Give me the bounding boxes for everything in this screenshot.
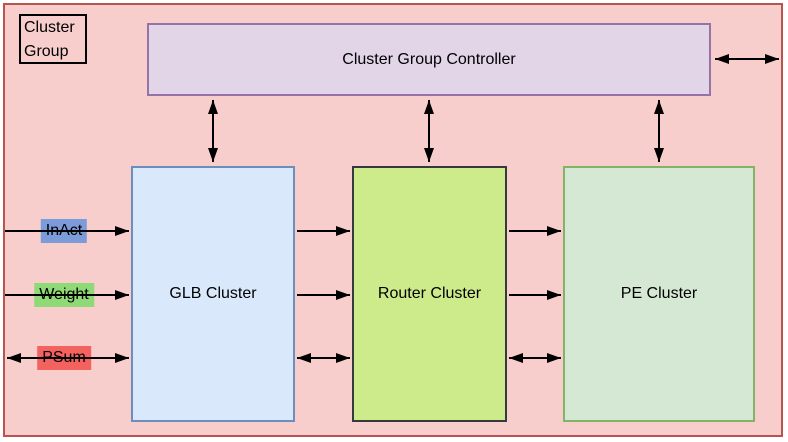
signal-label-weight: Weight: [34, 283, 94, 307]
cluster-group-label: Cluster Group: [19, 14, 87, 64]
signal-label-inact: InAct: [40, 219, 88, 243]
router-cluster-label: Router Cluster: [377, 285, 482, 302]
glb-cluster-label: GLB Cluster: [169, 285, 257, 302]
pe-cluster-box: PE Cluster: [563, 166, 755, 422]
router-cluster-box: Router Cluster: [352, 166, 507, 422]
controller-box: Cluster Group Controller: [147, 23, 711, 96]
pe-cluster-label: PE Cluster: [620, 285, 698, 302]
glb-cluster-box: GLB Cluster: [131, 166, 295, 422]
controller-label: Cluster Group Controller: [342, 50, 516, 68]
signal-label-psum: PSum: [37, 346, 91, 370]
